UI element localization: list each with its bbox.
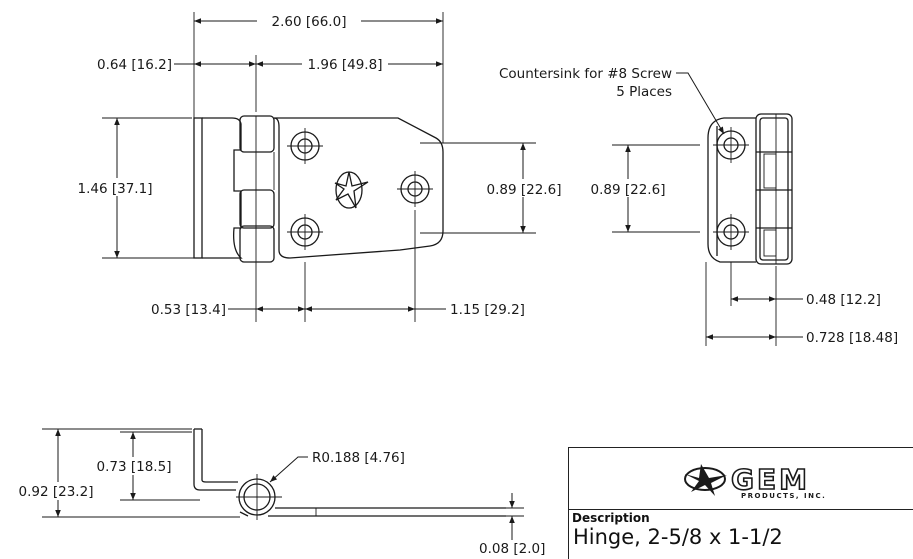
side-view: 0.89 [22.6] Countersink for #8 Screw 5 P… [499, 66, 898, 346]
dim-hole-to-hole: 1.15 [29.2] [450, 302, 525, 318]
logo-text: GEM [731, 463, 810, 496]
logo-subtext: PRODUCTS, INC. [741, 492, 826, 500]
callout-countersink-line1: Countersink for #8 Screw [499, 66, 672, 82]
company-logo: GEM PRODUCTS, INC. [569, 448, 913, 510]
dim-side-overall: 0.728 [18.48] [806, 330, 898, 346]
gem-star-icon [334, 171, 369, 209]
dim-overall-width: 2.60 [66.0] [272, 14, 347, 30]
dim-bottom-height-total: 0.92 [23.2] [19, 484, 94, 500]
dim-leaf-width: 1.96 [49.8] [308, 57, 383, 73]
screw-hole-icon [287, 128, 323, 164]
dim-hole-offset: 0.53 [13.4] [151, 302, 226, 318]
dim-knuckle-radius: R0.188 [4.76] [312, 450, 405, 466]
callout-countersink-line2: 5 Places [616, 84, 672, 100]
title-block: GEM PRODUCTS, INC. Description Hinge, 2-… [568, 447, 913, 559]
dim-bottom-height-leg: 0.73 [18.5] [97, 459, 172, 475]
gem-star-icon [684, 464, 727, 496]
dim-thickness: 0.08 [2.0] [479, 541, 545, 557]
screw-hole-icon [397, 171, 433, 207]
screw-hole-icon [287, 214, 323, 250]
dim-hole-spacing-side: 0.89 [22.6] [591, 182, 666, 198]
front-view: 2.60 [66.0] 0.64 [16.2] 1.96 [49.8] 1.46… [72, 11, 566, 322]
dim-hole-spacing-center: 0.89 [22.6] [487, 182, 562, 198]
dim-overall-height: 1.46 [37.1] [78, 181, 153, 197]
screw-hole-icon [713, 214, 749, 250]
dim-offset-left: 0.64 [16.2] [97, 57, 172, 73]
screw-hole-icon [713, 127, 749, 163]
description-value: Hinge, 2-5/8 x 1-1/2 [573, 525, 783, 549]
bottom-view: 0.92 [23.2] 0.73 [18.5] R0.188 [4.76] 0.… [10, 428, 545, 557]
dim-side-depth: 0.48 [12.2] [806, 292, 881, 308]
description-label: Description [572, 511, 650, 525]
